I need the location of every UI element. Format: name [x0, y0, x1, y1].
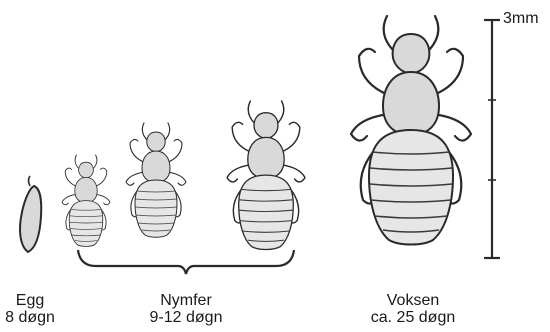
nymph-1-illustration [62, 155, 110, 246]
stage-name: Egg [5, 292, 55, 309]
stage-name: Nymfer [150, 292, 223, 309]
scale-label: 3mm [503, 10, 539, 28]
stage-duration: ca. 25 døgn [371, 309, 456, 326]
nymph-2-illustration [126, 123, 186, 237]
adult-louse-illustration [351, 16, 471, 245]
stage-name: Voksen [371, 292, 456, 309]
stage-label-egg: Egg 8 døgn [5, 292, 55, 326]
stage-label-nymph: Nymfer 9-12 døgn [150, 292, 223, 326]
nymph-3-illustration [227, 101, 305, 250]
stage-duration: 8 døgn [5, 309, 55, 326]
egg-illustration [20, 176, 41, 252]
stage-duration: 9-12 døgn [150, 309, 223, 326]
stage-label-adult: Voksen ca. 25 døgn [371, 292, 456, 326]
nymph-bracket [78, 250, 294, 274]
scale-bar [484, 20, 500, 258]
